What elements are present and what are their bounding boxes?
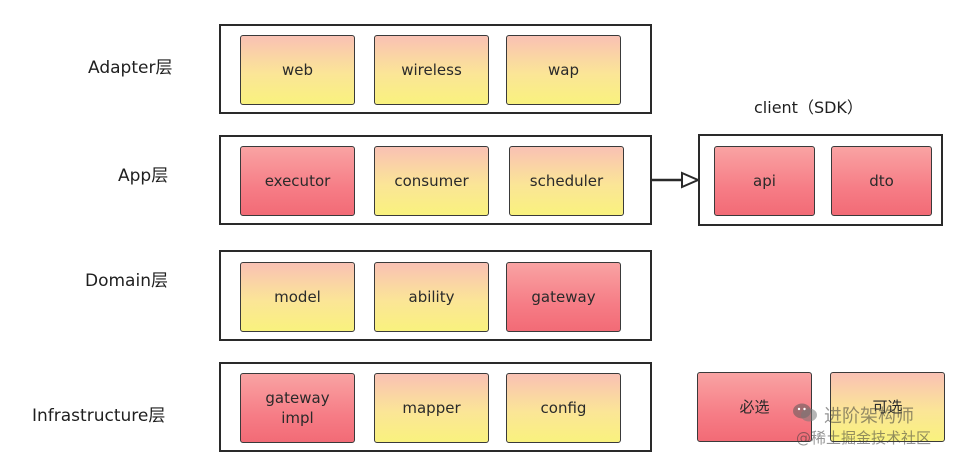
module-api: api [714, 146, 815, 216]
app-layer-box: executor consumer scheduler [219, 135, 652, 225]
module-wireless: wireless [374, 35, 489, 105]
module-gateway-impl: gateway impl [240, 373, 355, 443]
adapter-layer-box: web wireless wap [219, 24, 652, 114]
watermark-line2: @稀土掘金技术社区 [796, 429, 932, 447]
arrow-app-to-client [652, 171, 700, 189]
module-gateway: gateway [506, 262, 621, 332]
layer-label-adapter: Adapter层 [88, 58, 173, 78]
legend-required: 必选 [697, 372, 812, 442]
module-dto: dto [831, 146, 932, 216]
domain-layer-box: model ability gateway [219, 250, 652, 341]
module-mapper: mapper [374, 373, 489, 443]
module-scheduler: scheduler [509, 146, 624, 216]
module-wap: wap [506, 35, 621, 105]
module-consumer: consumer [374, 146, 489, 216]
client-sdk-title: client（SDK） [754, 98, 863, 117]
module-model: model [240, 262, 355, 332]
watermark-line1: 进阶架构师 [824, 406, 914, 427]
layer-label-infrastructure: Infrastructure层 [32, 406, 166, 426]
infrastructure-layer-box: gateway impl mapper config [219, 362, 652, 452]
wechat-icon [793, 403, 817, 422]
module-web: web [240, 35, 355, 105]
module-config: config [506, 373, 621, 443]
layer-label-domain: Domain层 [85, 271, 168, 291]
client-box: api dto [698, 134, 943, 226]
layer-label-app: App层 [118, 166, 169, 186]
module-executor: executor [240, 146, 355, 216]
legend-optional: 可选 [830, 372, 945, 442]
module-ability: ability [374, 262, 489, 332]
